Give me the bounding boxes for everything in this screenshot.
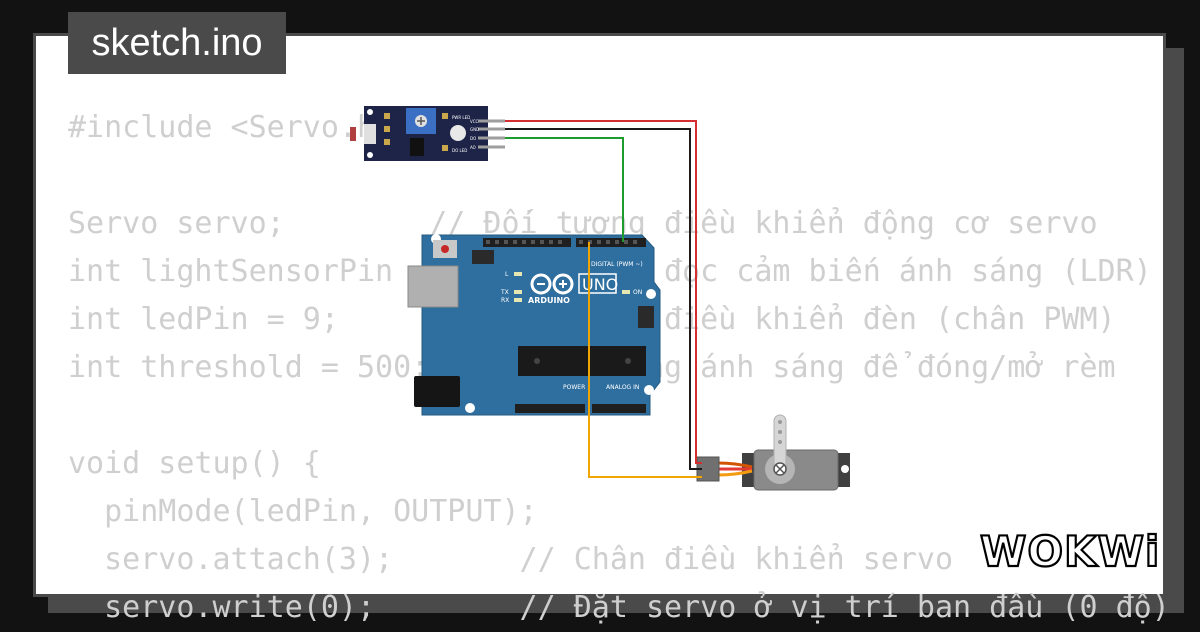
icsp-header bbox=[472, 250, 654, 328]
wire-sensor-signal[interactable] bbox=[505, 137, 624, 242]
sensor-pins bbox=[478, 119, 505, 149]
file-tab[interactable]: sketch.ino bbox=[68, 12, 286, 74]
mount-hole bbox=[644, 385, 654, 395]
pin-label-gnd: GND bbox=[470, 127, 479, 132]
digital-label: DIGITAL (PWM ~) bbox=[591, 261, 643, 268]
mount-hole bbox=[465, 403, 475, 413]
power-header bbox=[515, 404, 585, 413]
tx-label: TX bbox=[500, 289, 509, 296]
analog-header bbox=[592, 404, 646, 413]
do-led-label: DO LED bbox=[452, 148, 467, 153]
code-line: void setup() { bbox=[68, 446, 321, 481]
light-sensor-module[interactable]: VCC GND DO AO PWR LED DO LED bbox=[350, 106, 505, 161]
code-line: servo.write(0); // Đặt servo ở vị trí ba… bbox=[68, 590, 1170, 625]
ldr-photoresistor bbox=[350, 127, 356, 141]
digital-header-high bbox=[483, 238, 571, 247]
file-tab-label: sketch.ino bbox=[91, 22, 263, 64]
reset-button-cap bbox=[441, 245, 449, 253]
uno-frame bbox=[578, 273, 617, 294]
comparator-chip bbox=[410, 138, 424, 156]
pwr-led-label: PWR LED bbox=[452, 115, 470, 120]
pin-label-ao: AO bbox=[470, 145, 476, 150]
servo-motor[interactable] bbox=[696, 414, 850, 491]
l-led bbox=[514, 272, 522, 276]
power-label: POWER bbox=[563, 384, 585, 391]
pin-label-vcc: VCC bbox=[470, 119, 479, 124]
arduino-label: ARDUINO bbox=[528, 296, 570, 305]
rx-label: RX bbox=[501, 297, 509, 304]
tx-led bbox=[514, 290, 522, 294]
indicator-led bbox=[450, 125, 466, 141]
arduino-logo-icon bbox=[530, 273, 574, 295]
analog-label: ANALOG IN bbox=[606, 384, 639, 391]
pin-label-do: DO bbox=[470, 136, 476, 141]
usb-port bbox=[407, 265, 459, 308]
wire-servo-signal[interactable] bbox=[588, 242, 702, 478]
on-led bbox=[622, 290, 630, 294]
wire-gnd[interactable] bbox=[505, 128, 702, 470]
l-label: L bbox=[505, 271, 509, 278]
digital-header-low bbox=[576, 238, 646, 247]
rx-led bbox=[514, 298, 522, 302]
code-line: Servo servo; // Đối tượng điều khiển độn… bbox=[68, 206, 1098, 241]
wokwi-logo[interactable]: WOKWi bbox=[978, 526, 1161, 577]
code-line: pinMode(ledPin, OUTPUT); bbox=[68, 494, 538, 529]
uno-label: UNO bbox=[582, 275, 618, 294]
arduino-uno-board[interactable]: L TX RX ON UNO ARDUINO DIGITAL (PWM ~) P… bbox=[407, 234, 661, 416]
code-line: servo.attach(3); // Chân điều khiển serv… bbox=[68, 542, 954, 577]
wire-vcc[interactable] bbox=[505, 120, 702, 464]
power-jack bbox=[414, 376, 460, 407]
wokwi-wordmark: WOKWi bbox=[980, 527, 1160, 576]
mount-hole bbox=[646, 289, 656, 299]
wires bbox=[505, 120, 702, 478]
header-pins bbox=[486, 240, 637, 244]
on-label: ON bbox=[633, 289, 642, 296]
